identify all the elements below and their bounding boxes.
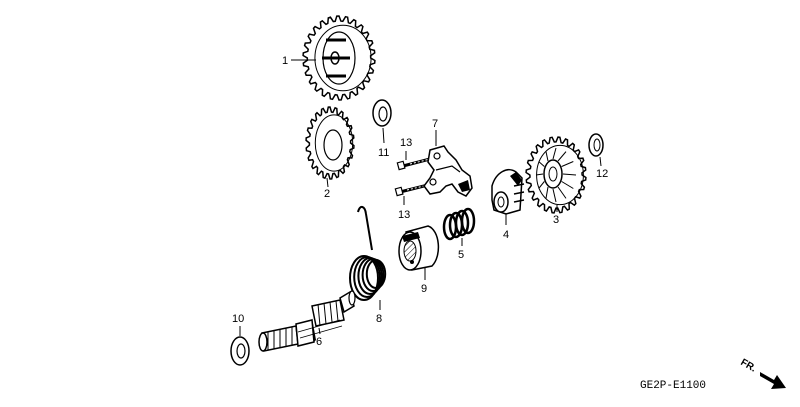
- spring-coil: [357, 257, 383, 295]
- callout-13-upper: 13: [400, 137, 412, 149]
- washer-right: 12: [588, 133, 608, 180]
- washer-upper: 11: [372, 99, 392, 159]
- spring-coil: [361, 258, 385, 292]
- gear-spoke: [561, 161, 574, 167]
- spring-small: [442, 207, 476, 241]
- kick-shaft: 6: [258, 290, 356, 352]
- ratchet-guide-plate: 7: [423, 118, 473, 197]
- gear-spoke: [535, 173, 544, 176]
- spring-coil: [460, 207, 476, 235]
- callout-1: 1: [282, 55, 288, 67]
- washer-lower: 10: [230, 313, 250, 366]
- return-spring: 8: [349, 206, 387, 325]
- ratchet: 4: [491, 168, 525, 241]
- callout-9: 9: [421, 283, 427, 295]
- callout-7: 7: [432, 118, 438, 130]
- gear-spoke: [562, 173, 577, 176]
- direction-indicator: FR.: [739, 357, 786, 389]
- gear-rim: [314, 114, 354, 172]
- callout-11: 11: [378, 147, 389, 159]
- bolt-lower: 13: [394, 183, 429, 221]
- spring-coil: [454, 209, 470, 237]
- gear-spoke: [538, 181, 545, 189]
- gear-spoke: [557, 186, 567, 199]
- callout-8: 8: [376, 313, 382, 325]
- callout-3: 3: [553, 214, 559, 226]
- gear-spoke: [557, 151, 567, 162]
- gear-spoke: [552, 188, 557, 203]
- gear-outline: [305, 106, 355, 180]
- callout-4: 4: [503, 229, 509, 241]
- callout-10: 10: [232, 313, 244, 325]
- spring-coil: [365, 259, 387, 289]
- callout-5: 5: [458, 249, 464, 261]
- gear-large-upper: 1: [282, 15, 376, 101]
- callout-2: 2: [324, 188, 330, 200]
- gear-spoke: [538, 161, 545, 167]
- gear-spoke: [561, 181, 574, 189]
- callout-6: 6: [316, 336, 322, 348]
- callout-13-lower: 13: [398, 209, 410, 221]
- gear-middle: 2: [305, 106, 355, 200]
- spring-coil: [353, 256, 381, 298]
- spring-collar: 9: [398, 225, 440, 295]
- gear-spoke: [545, 186, 549, 199]
- gear-spoke: [545, 151, 549, 162]
- bolt-upper: 13: [396, 137, 431, 171]
- gear-right: 3: [525, 136, 587, 226]
- gear-rim: [314, 24, 372, 92]
- callout-12: 12: [596, 168, 608, 180]
- gear-spoke: [552, 147, 557, 160]
- arrow-icon: [760, 372, 786, 389]
- drawing-code: GE2P-E1100: [640, 380, 706, 392]
- direction-label: FR.: [739, 357, 759, 375]
